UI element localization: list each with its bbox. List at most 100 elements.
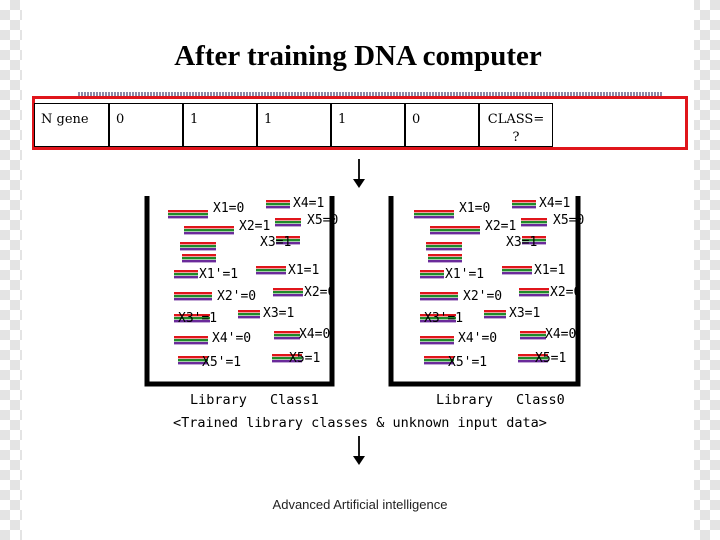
dna-strand-line: [276, 239, 300, 242]
gene-value-cell: 0: [109, 103, 183, 147]
gene-label: X4'=0: [458, 331, 497, 346]
library-box-class1: [144, 196, 335, 387]
dna-strand: [430, 226, 480, 235]
dna-strand-line: [274, 331, 300, 334]
gene-value: 1: [264, 112, 273, 127]
gene-label: X1=1: [288, 263, 319, 278]
dna-strand-line: [238, 313, 260, 316]
dna-strand-line: [420, 292, 458, 295]
dna-strand: [178, 356, 208, 365]
dna-strand: [256, 266, 286, 275]
dna-strand-line: [420, 270, 444, 273]
gene-value: 0: [116, 112, 125, 127]
gene-label: X2'=0: [463, 289, 502, 304]
gene-label: X5'=1: [448, 355, 487, 370]
dna-strand-line: [420, 295, 458, 298]
dna-strand-line: [178, 359, 208, 362]
class-cell: CLASS= ?: [479, 103, 553, 147]
down-arrow-icon: [347, 155, 371, 193]
gene-label: X2'=0: [217, 289, 256, 304]
dna-strand-line: [426, 245, 462, 248]
dna-strand-line: [414, 213, 454, 216]
dna-strand: [274, 331, 300, 340]
dna-strand-line: [256, 272, 286, 275]
dna-strand-line: [182, 257, 216, 260]
dna-strand-line: [430, 226, 480, 229]
dna-strand-line: [428, 254, 462, 257]
dna-strand: [168, 210, 208, 219]
library-label: Library: [436, 392, 493, 408]
dna-strand-line: [256, 266, 286, 269]
library-box-class0: [388, 196, 581, 387]
library-class-label: Class1: [270, 392, 319, 408]
dna-strand-line: [502, 266, 532, 269]
dna-strand-line: [168, 216, 208, 219]
gene-label: X4=0: [545, 327, 576, 342]
gene-label: X1'=1: [199, 267, 238, 282]
gene-value-cell: 1: [331, 103, 405, 147]
gene-label: X5'=1: [202, 355, 241, 370]
class-label: CLASS=: [487, 112, 545, 127]
gene-label: X5=1: [289, 351, 320, 366]
dna-strand: [426, 242, 462, 251]
dna-strand-line: [512, 200, 536, 203]
dna-strand-line: [430, 232, 480, 235]
dna-strand: [174, 314, 210, 323]
dna-strand-line: [174, 295, 212, 298]
dna-strand-line: [184, 229, 234, 232]
dna-strand-line: [420, 298, 458, 301]
dna-strand-line: [174, 342, 208, 345]
gene-value: 1: [338, 112, 347, 127]
dna-strand-line: [256, 269, 286, 272]
gene-label: X1=1: [534, 263, 565, 278]
dna-strand-line: [174, 270, 198, 273]
gene-label: X4=1: [539, 196, 570, 211]
dna-strand-line: [276, 236, 300, 239]
gene-label: X2=1: [239, 219, 270, 234]
gene-value-cell: 1: [257, 103, 331, 147]
dna-strand: [484, 310, 506, 319]
gene-label: X3=1: [509, 306, 540, 321]
dna-strand: [521, 218, 547, 227]
dna-strand-line: [180, 245, 216, 248]
dna-strand-line: [420, 273, 444, 276]
dna-strand-line: [518, 357, 548, 360]
dna-strand-line: [522, 236, 546, 239]
dna-strand-line: [420, 314, 456, 317]
dna-strand-line: [428, 257, 462, 260]
dna-strand: [414, 210, 454, 219]
gene-label: X3'=1: [424, 311, 463, 326]
dna-strand-line: [430, 229, 480, 232]
dna-strand: [519, 288, 549, 297]
dna-strand-line: [420, 276, 444, 279]
dna-strand: [428, 254, 462, 263]
dna-strand-line: [238, 316, 260, 319]
dna-strand-line: [420, 317, 456, 320]
dna-strand-line: [182, 254, 216, 257]
dna-strand-line: [275, 218, 301, 221]
dna-strand-line: [420, 339, 454, 342]
dna-strand: [184, 226, 234, 235]
dna-strand-line: [180, 248, 216, 251]
dna-strand-line: [522, 242, 546, 245]
dna-strand-line: [273, 288, 303, 291]
dna-strand: [502, 266, 532, 275]
dna-strand-line: [484, 310, 506, 313]
dna-strand-line: [424, 362, 454, 365]
dna-strand: [522, 236, 546, 245]
down-arrow-icon: [347, 432, 371, 470]
dna-strand-line: [428, 260, 462, 263]
dna-strand-line: [424, 359, 454, 362]
dna-strand: [275, 218, 301, 227]
dna-strand-line: [424, 356, 454, 359]
dna-strand: [174, 336, 208, 345]
dna-strand: [174, 270, 198, 279]
gene-header-label: N gene: [41, 112, 89, 127]
dna-strand-line: [420, 336, 454, 339]
dna-strand-line: [275, 224, 301, 227]
dna-strand-line: [274, 334, 300, 337]
gene-label: X5=0: [553, 213, 584, 228]
dna-strand-line: [174, 292, 212, 295]
gene-label: X4'=0: [212, 331, 251, 346]
